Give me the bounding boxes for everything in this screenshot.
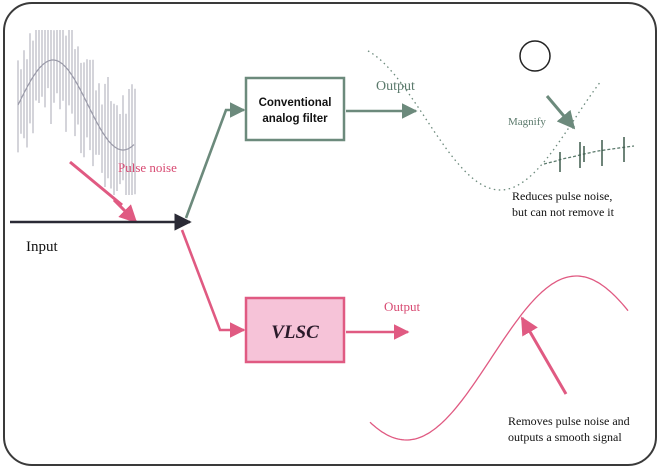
magnify-label: Magnify xyxy=(508,116,546,128)
branch-arrow-vlsc xyxy=(180,229,246,338)
reduces-text-line1: Reduces pulse noise, xyxy=(512,189,612,203)
vlsc-label: VLSC xyxy=(271,322,319,343)
vlsc-box xyxy=(244,296,346,364)
input-sine-wave xyxy=(17,59,135,151)
vlsc-output-waveform xyxy=(369,275,629,441)
conventional-filter-label-line1: Conventional xyxy=(259,97,332,109)
smooth-signal-pointer-arrow xyxy=(520,316,568,395)
output-label-bottom: Output xyxy=(384,299,421,314)
magnified-noise-spikes xyxy=(543,137,635,172)
removes-text-line2: outputs a smooth signal xyxy=(508,430,622,444)
noisy-input-signal xyxy=(17,30,136,195)
magnify-circle xyxy=(519,40,551,72)
output-label-top: Output xyxy=(376,79,415,94)
branch-arrow-conventional xyxy=(184,102,246,219)
pulse-noise-arrow xyxy=(69,160,138,224)
conventional-output-waveform xyxy=(367,50,601,191)
input-label: Input xyxy=(26,239,58,255)
removes-text-line1: Removes pulse noise and xyxy=(508,414,630,428)
reduces-text-line2: but can not remove it xyxy=(512,205,615,219)
outer-frame xyxy=(3,2,657,466)
pulse-noise-label: Pulse noise xyxy=(118,160,177,175)
conventional-filter-box xyxy=(244,76,346,142)
conventional-filter-label-line2: analog filter xyxy=(262,113,328,125)
magnify-arrow xyxy=(545,95,576,130)
